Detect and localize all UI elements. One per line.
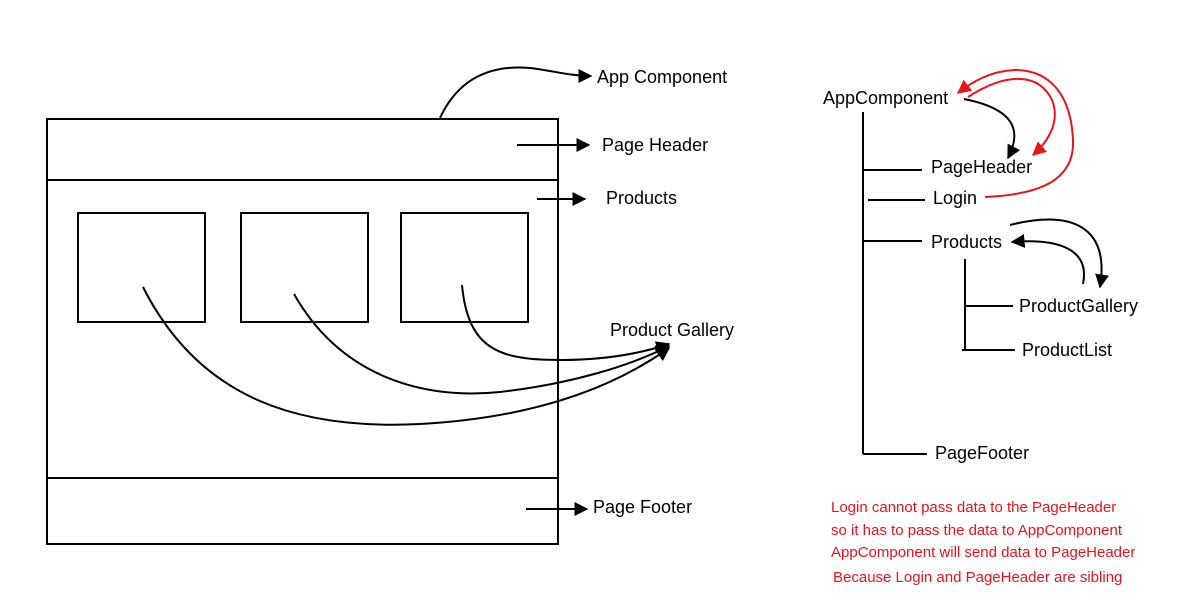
explanation-note: Login cannot pass data to the PageHeader… bbox=[831, 499, 1135, 586]
wireframe: App Component Page Header Products Produ… bbox=[46, 66, 734, 545]
note-line-4: Because Login and PageHeader are sibling bbox=[833, 569, 1122, 586]
note-line-3: AppComponent will send data to PageHeade… bbox=[831, 544, 1135, 561]
gallery-box-3 bbox=[400, 212, 529, 323]
tree-node-productlist: ProductList bbox=[1022, 340, 1112, 360]
page-header-label: Page Header bbox=[602, 135, 708, 155]
note-line-2: so it has to pass the data to AppCompone… bbox=[831, 522, 1123, 539]
tree-node-products: Products bbox=[931, 232, 1002, 252]
login-to-app-red-arrow bbox=[956, 68, 1075, 198]
app-component-arrow bbox=[439, 66, 593, 119]
app-to-pageheader-arrow bbox=[963, 98, 1021, 160]
products-curl-arrow-1 bbox=[1010, 233, 1086, 285]
tree-node-productgallery: ProductGallery bbox=[1019, 296, 1138, 316]
app-to-pageheader-red-arrow bbox=[967, 77, 1056, 156]
note-line-1: Login cannot pass data to the PageHeader bbox=[831, 499, 1116, 516]
gallery-arrow-1 bbox=[142, 286, 671, 426]
app-component-label: App Component bbox=[597, 67, 727, 87]
gallery-box-2 bbox=[240, 212, 369, 323]
gallery-box-1 bbox=[77, 212, 206, 323]
page-footer-label: Page Footer bbox=[593, 497, 692, 517]
tree-node-login: Login bbox=[933, 188, 977, 208]
tree-root-appcomponent: AppComponent bbox=[823, 88, 948, 108]
products-curl-arrow-2 bbox=[1009, 218, 1109, 289]
tree-node-pageheader: PageHeader bbox=[931, 157, 1032, 177]
gallery-arrow-2 bbox=[293, 293, 671, 395]
component-tree: AppComponent PageHeader Login Products P… bbox=[823, 68, 1138, 463]
tree-node-pagefooter: PageFooter bbox=[935, 443, 1029, 463]
app-frame bbox=[46, 118, 559, 545]
products-label: Products bbox=[606, 188, 677, 208]
product-gallery-label: Product Gallery bbox=[610, 320, 734, 340]
gallery-arrow-3 bbox=[461, 284, 671, 362]
